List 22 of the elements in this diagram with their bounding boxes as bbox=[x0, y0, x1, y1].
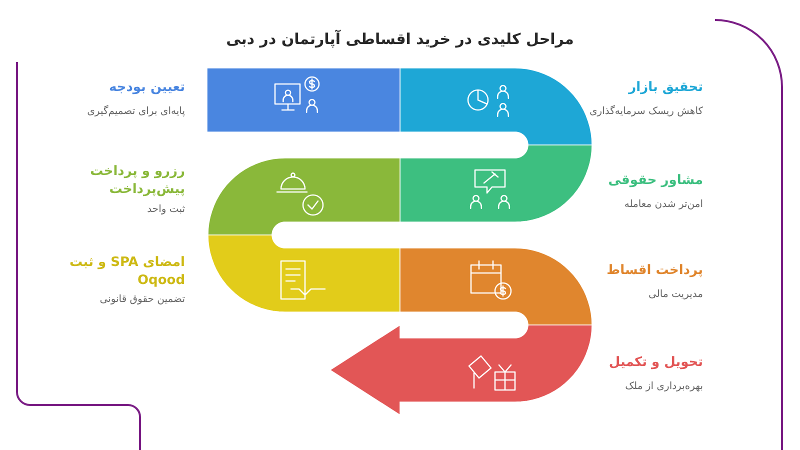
step-title: مشاور حقوقی bbox=[607, 172, 703, 190]
band-segment bbox=[400, 145, 592, 222]
band-segment bbox=[400, 248, 592, 325]
step-title: رزرو و پرداخت پیش‌پرداخت bbox=[89, 163, 185, 199]
step-description: تضمین حقوق قانونی bbox=[100, 294, 185, 306]
step-description: مدیریت مالی bbox=[648, 289, 703, 301]
band-segment bbox=[208, 158, 400, 235]
step-title: تعیین بودجه bbox=[108, 79, 185, 97]
band-segment bbox=[400, 68, 592, 145]
step-description: امن‌تر شدن معامله bbox=[624, 199, 703, 211]
step-title: تحقیق بازار bbox=[627, 79, 703, 97]
band-segment bbox=[208, 235, 400, 312]
step-description: بهره‌برداری از ملک bbox=[625, 381, 703, 393]
arrow-segment bbox=[330, 325, 592, 415]
step-title: امضای SPA و ثبت Oqood bbox=[68, 254, 185, 290]
title: مراحل کلیدی در خرید اقساطی آپارتمان در دبی bbox=[225, 30, 575, 48]
step-description: ثبت واحد bbox=[147, 204, 185, 216]
step-title: پرداخت اقساط bbox=[606, 262, 703, 280]
step-description: کاهش ریسک سرمایه‌گذاری bbox=[589, 106, 703, 118]
step-description: پایه‌ای برای تصمیم‌گیری bbox=[87, 106, 185, 118]
rectangle-segment bbox=[207, 68, 400, 132]
step-title: تحویل و تکمیل bbox=[608, 354, 703, 372]
